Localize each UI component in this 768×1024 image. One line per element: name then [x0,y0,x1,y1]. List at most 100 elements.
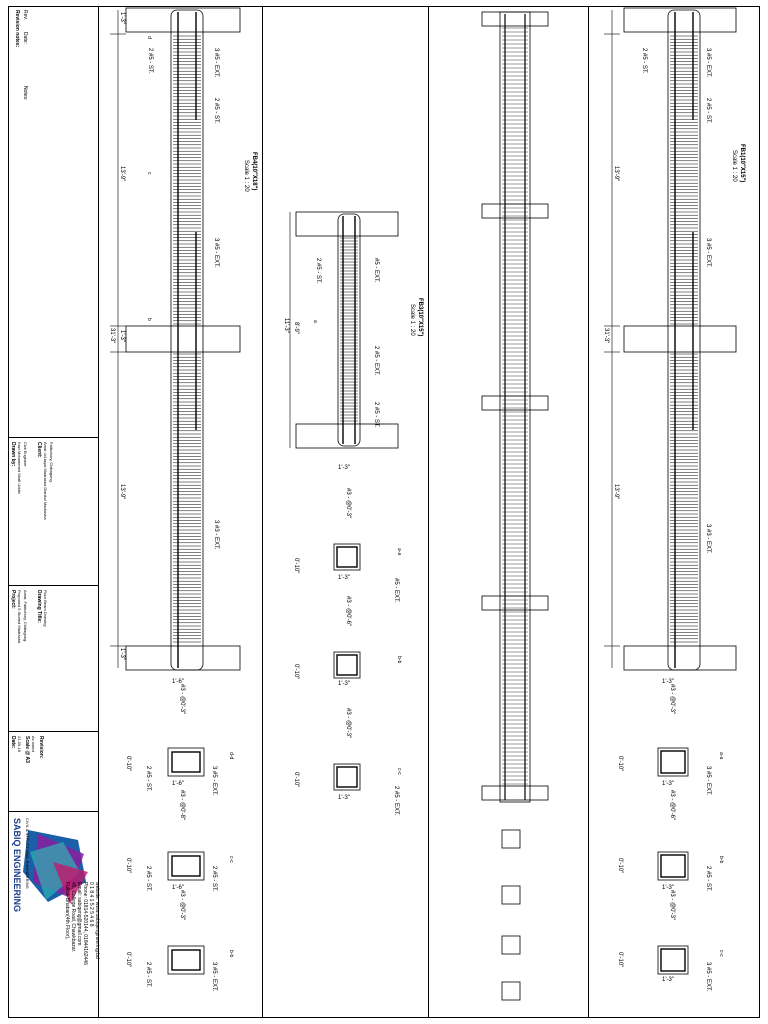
company-logo [23,830,88,904]
fb1-column-top [623,7,737,33]
fb4-col-top: 1'-3" [119,12,125,24]
fb4-stir-8: #3 - @0'-8" [179,790,185,821]
fb4-column-bot [125,645,241,671]
fb4-column-top [125,7,241,33]
date-scale-block: Date: 21-09-18 Scale @ A3 As noted Revis… [8,732,98,812]
fb4-w-1: 1'-6" [172,679,184,685]
fb4-stir-3: #3 - @0'-3" [179,684,185,715]
fb4-sec-st-1: 2 #5 - ST. [145,766,151,792]
fb3-total: 11'-3" [283,318,289,333]
fb3-w-2: 1'-3" [338,575,350,581]
fb3-sec-ext-1: #5 - EXT. [393,578,399,603]
fb1-column-mid [623,325,737,353]
fb4-sec-d-2: 0'-10" [125,858,131,874]
fb1-beam-body [667,9,701,671]
fb1-sec-d-3: 0'-10" [617,952,623,968]
sec-title-aa-fb1: a-a [718,752,724,760]
sec-title-bb-fb3: b-b [396,656,402,664]
fb4-col-bot: 1'-3" [119,648,125,660]
fb3-bar-ext-1: #5 - EXT. [373,258,379,283]
fb4-beam-body [170,9,204,671]
fb4-sec-ext-3: 3 #5 - EXT. [211,962,217,992]
fb4-column-mid [125,325,241,353]
fb1-sec-ext-3: 3 #5 - EXT. [705,962,711,992]
fb3-stir-3b: #3 - @0'-3" [345,708,351,739]
fb1-stir-6: #3 - @0'-6" [669,790,675,821]
mark-d: d [146,36,152,39]
fb4-sec-st-3: 2 #5 - ST. [145,962,151,988]
mark-a: a [312,320,318,323]
fb3-column-top [295,211,399,237]
fb3-title: FB3(10"X15") [417,298,423,337]
revision-notes-block: Revision notes: Rev. Date: Notes: [8,6,98,438]
fb3-sec-d-1: 0'-10" [293,558,299,574]
fb4-span-1: 13'-9" [119,166,125,182]
fb3-scale: Scale 1 : 20 [409,304,415,336]
fb1-w-3: 1'-3" [662,885,674,891]
fb1-sec-ext-1: 3 #5 - EXT. [705,766,711,796]
fb4-scale: Scale 1 : 20 [243,160,249,192]
fb4-bar-ext-mid: 3 #5 - EXT. [213,238,219,268]
fb3-stir-6: #3 - @0'-6" [345,596,351,627]
fb4-span-2: 13'-9" [119,484,125,500]
fb4-total: 31'-3" [109,328,115,344]
fb4-sec-ext-1: 3 #5 - EXT. [211,766,217,796]
fb1-stir-3b: #3 - @0'-3" [669,890,675,921]
fb1-bar-ext-mid: 3 #5 - EXT. [705,238,711,268]
fb4-sec-d-1: 0'-10" [125,756,131,772]
fb3-bar-ext-2: 2 #5 - EXT. [373,346,379,376]
fb1-bar-3-ext: 3 #3 - EXT. [705,524,711,554]
fb1-bar-ext-top: 3 #5 - EXT. [705,48,711,78]
fb3-sec-ext-3: 2 #5 - EXT. [393,786,399,816]
fb4-bar-3-ext: 3 #3 - EXT. [213,520,219,550]
mark-c: c [146,172,152,175]
fb4-bar-st-mid: 2 #5 - ST. [213,98,219,124]
fb3-column-bot [295,423,399,449]
fb4-sec-st-2b: 2 #5 - ST. [211,866,217,892]
fb3-stir-3: #3 - @0'-3" [345,488,351,519]
project-block: Project: Proposed 5 Storied Madrasha Ama… [8,586,98,732]
fb1-bar-st-top: 2 #5 - ST. [641,48,647,74]
fb4-title: FB4(10"X18") [251,152,257,191]
fb3-w-4: 1'-3" [338,795,350,801]
fb3-w-3: 1'-3" [338,681,350,687]
sec-title-dd: d-d [228,752,234,760]
panel-divider-3 [588,6,589,1018]
fb3-sec-d-2: 0'-10" [293,664,299,680]
fb1-span-1: 13'-9" [613,166,619,182]
fb3-w-1: 1'-3" [338,465,350,471]
panel-divider-1 [262,6,263,1018]
fb4-w-2: 1'-6" [172,781,184,787]
fb1-sec-st-2: 2 #5 - ST. [705,866,711,892]
fb3-beam-body [337,213,361,447]
fb1-bar-st-mid: 2 #5 - ST. [705,98,711,124]
fb3-bar-st: 2 #5 - ST. [315,258,321,284]
fb4-sec-st-2: 2 #5 - ST. [145,866,151,892]
fb1-sec-d-1: 0'-10" [617,756,623,772]
sec-title-bb: b-b [228,950,234,958]
company-block: SABIQ ENGINEERING CIVIL & STRUCTURAL ENG… [8,812,100,1018]
fb4-sec-d-3: 0'-10" [125,952,131,968]
sec-title-aa-fb3: a-a [396,548,402,556]
fb3-sec-d-3: 0'-10" [293,772,299,788]
fb1-w-4: 1'-3" [662,977,674,983]
fb4-w-3: 1'-6" [172,885,184,891]
fb1-w-1: 1'-3" [662,679,674,685]
fb1-span-2: 13'-9" [613,484,619,500]
fb1-w-2: 1'-3" [662,781,674,787]
fb4-col-mid: 1'-3" [119,330,125,342]
sec-title-cc: c-c [228,856,234,863]
fb1-sec-d-2: 0'-10" [617,858,623,874]
fb4-stir-3b: #3 - @0'-3" [179,890,185,921]
fb3-span: 8'-9" [293,322,299,334]
title-block: Revision notes: Rev. Date: Notes: Drawn … [8,6,100,1018]
fb1-total: 31'-3" [603,328,609,344]
sec-title-bb-fb1: b-b [718,856,724,864]
drawing-sheet [8,6,760,1018]
fb4-bar-st-top: 2 #5 - ST. [147,48,153,74]
panel-divider-2 [428,6,429,1018]
fb1-column-bot [623,645,737,671]
fb1-scale: Scale 1 : 20 [731,150,737,182]
fb1-stir-3: #3 - @0'-3" [669,684,675,715]
